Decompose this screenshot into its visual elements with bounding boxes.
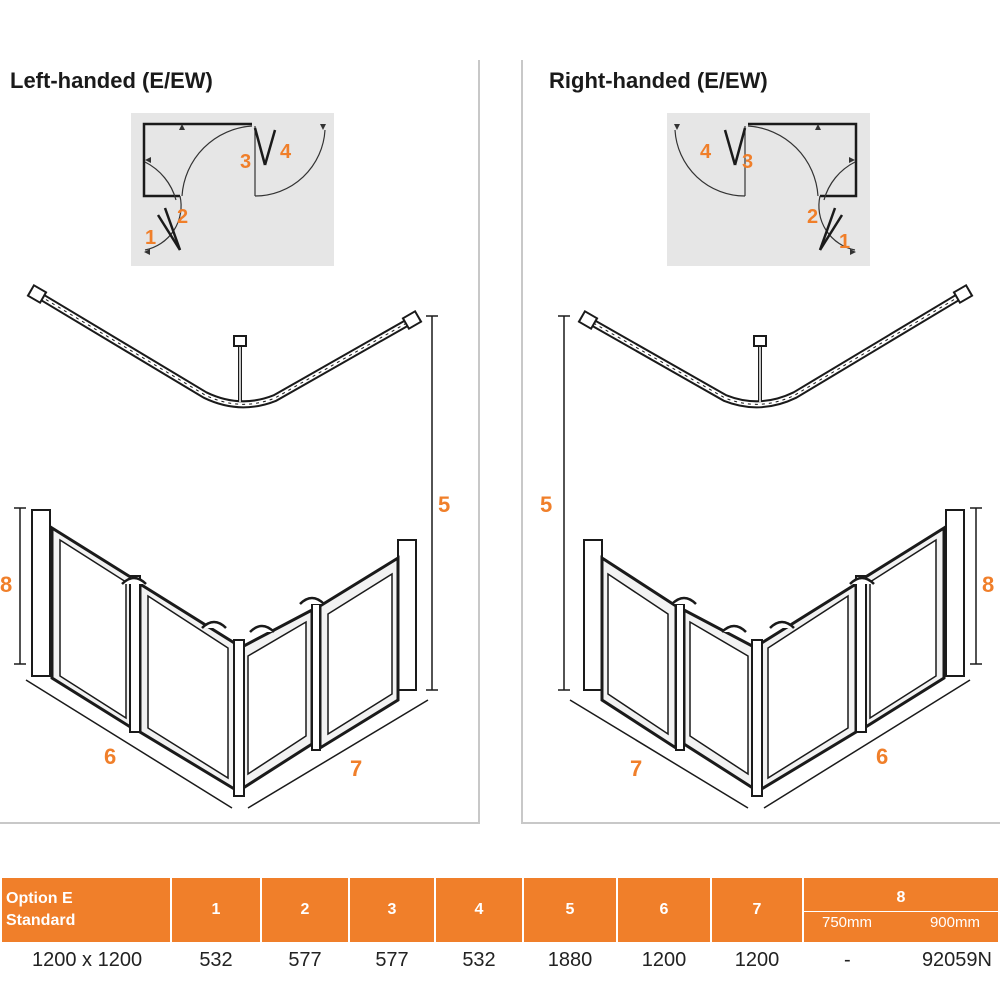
header-col-4: 4 — [436, 878, 522, 942]
row-val-8: - 92059N — [804, 942, 998, 978]
header-col-2: 2 — [262, 878, 348, 942]
row-val-1: 532 — [199, 948, 233, 971]
header-col-1: 1 — [172, 878, 260, 942]
right-dim-7: 7 — [630, 756, 642, 781]
divider-right-bottom — [521, 822, 1000, 824]
left-plan-label-4: 4 — [280, 141, 292, 163]
header-col-5: 5 — [524, 878, 616, 942]
header-col-7: 7 — [712, 878, 802, 942]
right-plan-label-2: 2 — [807, 206, 818, 228]
header-col-6: 6 — [618, 878, 710, 942]
left-plan-label-2: 2 — [177, 206, 188, 228]
header-option-line2: Standard — [6, 912, 76, 929]
header-col-3: 3 — [350, 878, 434, 942]
left-dim-5: 5 — [438, 492, 450, 517]
header-col-8-900: 900mm — [929, 914, 980, 931]
header-option-line1: Option E — [6, 890, 73, 907]
left-plan-label-1: 1 — [145, 227, 156, 249]
row-size: 1200 x 1200 — [32, 948, 143, 971]
header-col-8-label: 8 — [896, 889, 906, 906]
divider-left — [478, 60, 480, 824]
right-plan-label-1: 1 — [839, 231, 850, 253]
row-val-4: 532 — [462, 948, 496, 971]
left-curtain-rail — [36, 292, 416, 409]
row-val-7: 1200 — [734, 948, 780, 971]
divider-right — [521, 60, 523, 824]
right-panel-title: Right-handed (E/EW) — [549, 68, 768, 93]
header-col-8-750: 750mm — [822, 914, 873, 931]
row-val-8-900: 92059N — [921, 948, 992, 971]
spec-table: Option E Standard 1 2 3 4 5 6 7 8 750mm … — [0, 878, 1000, 978]
left-dim-8: 8 — [0, 572, 12, 597]
header-col-8: 8 750mm 900mm — [804, 878, 998, 942]
table-row: 1200 x 1200 532 577 577 532 1880 1200 12… — [2, 942, 998, 978]
left-dim-6: 6 — [104, 744, 116, 769]
header-col-8-sub: 750mm 900mm — [804, 911, 998, 931]
left-plan-label-3: 3 — [240, 151, 251, 173]
divider-left-bottom — [0, 822, 480, 824]
table-header-row: Option E Standard 1 2 3 4 5 6 7 8 750mm … — [2, 878, 998, 942]
right-plan-label-4: 4 — [700, 141, 712, 163]
right-plan-label-3: 3 — [742, 151, 753, 173]
row-val-6: 1200 — [641, 948, 687, 971]
right-dim-8: 8 — [982, 572, 994, 597]
right-dim-6: 6 — [876, 744, 888, 769]
right-dim-5: 5 — [540, 492, 552, 517]
left-panel-title: Left-handed (E/EW) — [10, 68, 213, 93]
row-val-3: 577 — [375, 948, 409, 971]
header-option: Option E Standard — [2, 878, 170, 942]
row-val-2: 577 — [288, 948, 322, 971]
row-val-8-750: - — [844, 948, 851, 971]
row-val-5: 1880 — [547, 948, 593, 971]
right-plan-background — [667, 113, 870, 266]
left-dim-7: 7 — [350, 756, 362, 781]
